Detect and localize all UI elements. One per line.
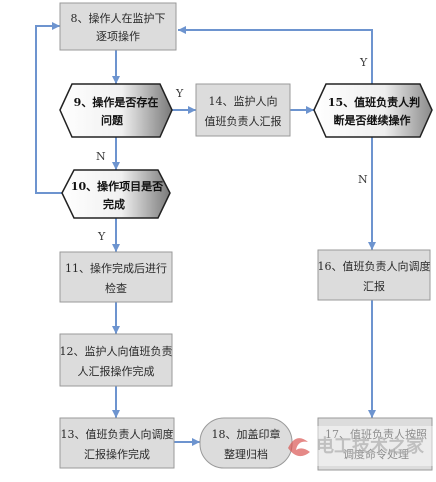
watermark-logo-icon — [288, 438, 310, 457]
node-13-report-to-dispatch: 13、值班负责人向调度 汇报操作完成 — [59, 417, 175, 469]
node-14-line1: 14、监护人向 — [209, 94, 278, 108]
node-15-line1: 15、值班负责人判 — [328, 95, 420, 109]
node-17-line2: 调度命令处理 — [343, 447, 409, 461]
node-12-line1: 12、监护人向值班负责 — [60, 344, 173, 358]
label-9-yes: Y — [175, 87, 184, 100]
node-10-decision-complete: 10、操作项目是否 完成 — [61, 169, 171, 219]
label-10-yes: Y — [97, 230, 106, 243]
label-9-no: N — [96, 150, 106, 163]
edge-10-to-8-loop — [35, 22, 62, 194]
node-8-line1: 8、操作人在监护下 — [71, 11, 166, 25]
edge-15-to-8 — [178, 26, 373, 84]
node-10-line2: 完成 — [103, 197, 125, 211]
node-16-report-to-dispatch: 16、值班负责人向调度 汇报 — [317, 249, 431, 301]
node-17-handle-per-dispatch: 17、值班负责人按照 调度命令处理 — [317, 417, 433, 471]
node-18-line1: 18、加盖印章 — [212, 427, 281, 441]
watermark: 电工技术之家 — [288, 426, 434, 466]
node-13-line2: 汇报操作完成 — [84, 447, 150, 461]
node-11-post-operation-check: 11、操作完成后进行 检查 — [59, 251, 173, 303]
node-18-line2: 整理归档 — [224, 447, 268, 461]
node-17-line1: 17、值班负责人按照 — [325, 427, 427, 441]
node-14-line2: 值班负责人汇报 — [205, 114, 282, 128]
node-12-line2: 人汇报操作完成 — [78, 364, 155, 378]
label-15-no: N — [358, 173, 368, 186]
node-9-line2: 问题 — [101, 113, 124, 127]
node-12-report-to-duty-leader: 12、监护人向值班负责 人汇报操作完成 — [59, 333, 173, 387]
node-11-line1: 11、操作完成后进行 — [65, 261, 167, 275]
node-18-stamp-and-archive: 18、加盖印章 整理归档 — [199, 417, 293, 469]
node-15-decision-continue: 15、值班负责人判 断是否继续操作 — [313, 83, 433, 138]
node-14-guardian-report: 14、监护人向 值班负责人汇报 — [195, 83, 291, 137]
node-11-line2: 检查 — [105, 281, 127, 295]
node-16-line1: 16、值班负责人向调度 — [318, 259, 431, 273]
node-9-decision-problem: 9、操作是否存在 问题 — [59, 83, 173, 138]
node-15-line2: 断是否继续操作 — [334, 113, 411, 127]
node-16-line2: 汇报 — [363, 279, 385, 293]
node-8-operate-under-supervision: 8、操作人在监护下 逐项操作 — [59, 2, 177, 51]
node-8-line2: 逐项操作 — [96, 29, 140, 43]
label-15-yes: Y — [359, 56, 368, 69]
connectors — [35, 22, 376, 446]
node-13-line1: 13、值班负责人向调度 — [61, 427, 174, 441]
node-9-line1: 9、操作是否存在 — [74, 95, 159, 109]
node-10-line1: 10、操作项目是否 — [71, 179, 163, 193]
watermark-text: 电工技术之家 — [316, 435, 425, 457]
